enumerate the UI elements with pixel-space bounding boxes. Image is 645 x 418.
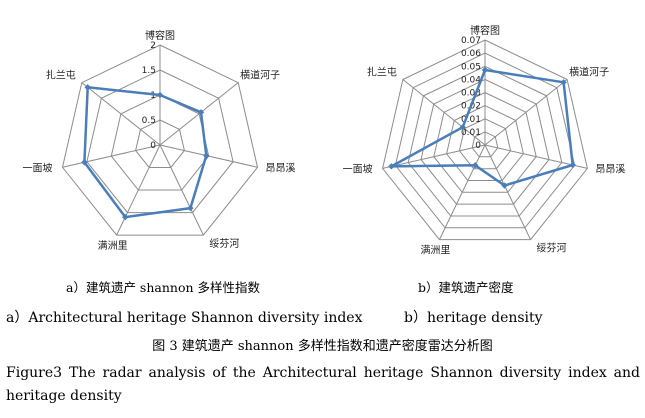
axis-spoke — [81, 82, 161, 146]
axis-spoke — [484, 144, 532, 240]
series-line — [390, 68, 574, 187]
caption-b-zh: b）建筑遗产密度 — [418, 280, 514, 295]
radial-tick-label: 0.5 — [142, 116, 156, 126]
grid-ring — [420, 78, 550, 205]
caption-a-en: a）Architectural heritage Shannon diversi… — [6, 310, 363, 326]
category-label: 满洲里 — [420, 245, 450, 257]
grid-ring — [110, 94, 210, 191]
grid-ring — [382, 39, 588, 241]
axis-spoke — [484, 79, 568, 146]
radial-tick-label: 0.01 — [461, 128, 481, 138]
data-point — [481, 66, 489, 74]
axis-spoke — [402, 79, 486, 146]
grid-ring — [135, 119, 185, 168]
axis-spoke — [62, 144, 161, 168]
radial-tick-label: 0.05 — [461, 62, 481, 72]
category-label: 博容图 — [145, 29, 175, 42]
caption-b-en: b）heritage density — [404, 310, 543, 326]
radial-tick-label: 0 — [475, 141, 481, 151]
category-label: 一面坡 — [23, 161, 53, 174]
data-point — [81, 159, 88, 166]
category-label: 扎兰屯 — [367, 66, 397, 79]
category-label: 扎兰屯 — [46, 69, 76, 82]
grid-ring — [394, 52, 576, 229]
category-label: 满洲里 — [98, 240, 128, 252]
data-point — [197, 109, 205, 116]
radial-tick-label: 0.04 — [461, 75, 481, 85]
radial-tick-label: 0.01 — [461, 115, 481, 125]
data-point — [203, 152, 210, 159]
grid-ring — [433, 91, 537, 193]
category-label: 博容图 — [470, 24, 500, 37]
category-label: 一面坡 — [343, 162, 373, 175]
grid-ring — [446, 105, 524, 181]
series-line — [83, 86, 208, 219]
data-point — [84, 84, 91, 91]
data-point — [472, 162, 479, 169]
grid-ring — [471, 131, 499, 158]
radial-tick-label: 1.5 — [142, 66, 156, 76]
axis-spoke — [159, 144, 204, 236]
figure-title-zh: 图 3 建筑遗产 shannon 多样性指数和遗产密度雷达分析图 — [152, 339, 493, 354]
data-point — [156, 91, 164, 99]
category-label: 横道河子 — [569, 66, 609, 79]
data-point — [569, 161, 576, 169]
axis-spoke — [159, 82, 239, 146]
category-label: 绥芬河 — [537, 243, 567, 255]
axis-spoke — [438, 144, 486, 240]
figure-title-en: Figure3 The radar analysis of the Archit… — [6, 365, 640, 404]
radial-tick-label: 0 — [150, 141, 156, 151]
grid-ring — [458, 118, 512, 170]
data-point — [187, 204, 194, 212]
radial-tick-label: 2 — [150, 41, 156, 51]
category-label: 昂昂溪 — [595, 163, 625, 175]
radial-tick-label: 1 — [150, 91, 156, 101]
radial-tick-label: 0.06 — [461, 49, 481, 59]
axis-spoke — [382, 144, 486, 169]
axis-spoke — [116, 144, 161, 236]
grid-ring — [407, 65, 563, 217]
caption-a-zh: a）建筑遗产 shannon 多样性指数 — [66, 280, 260, 295]
data-point — [122, 213, 129, 221]
category-label: 横道河子 — [240, 69, 280, 82]
data-point — [388, 163, 395, 170]
data-point — [501, 182, 508, 189]
radar-chart-heritage-density: 00.010.010.020.030.040.050.060.07博容图横道河子… — [343, 24, 626, 257]
grid-ring — [61, 44, 259, 236]
radial-tick-label: 0.03 — [461, 89, 481, 99]
category-label: 绥芬河 — [209, 238, 239, 250]
radial-tick-label: 0.07 — [461, 36, 481, 46]
category-label: 昂昂溪 — [265, 162, 295, 174]
